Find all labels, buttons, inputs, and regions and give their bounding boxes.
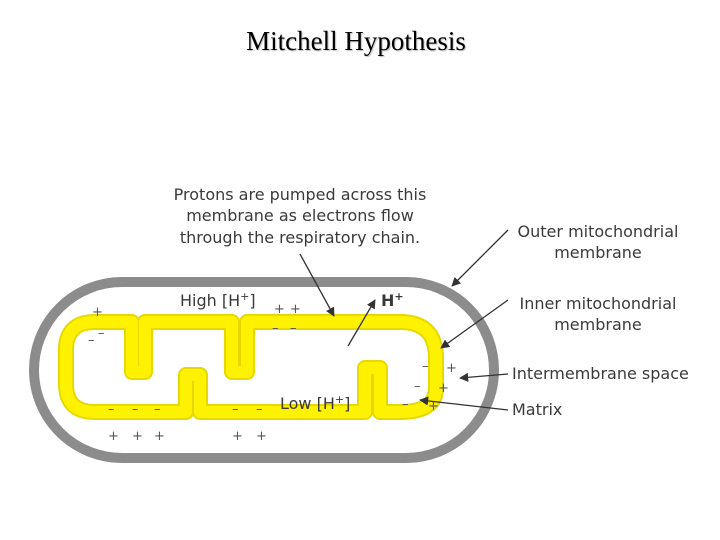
- svg-text:+: +: [232, 429, 243, 444]
- inner-membrane: [58, 314, 444, 420]
- svg-text:–: –: [402, 397, 409, 412]
- label-low-h: Low [H+]: [280, 393, 350, 413]
- svg-text:–: –: [414, 379, 421, 394]
- label-proton: H+: [381, 290, 404, 310]
- svg-text:+: +: [446, 361, 457, 376]
- svg-text:+: +: [154, 429, 165, 444]
- svg-text:+: +: [438, 381, 449, 396]
- svg-text:–: –: [98, 326, 105, 341]
- caption-line-1: Protons are pumped across this: [174, 185, 427, 204]
- svg-text:+: +: [108, 429, 119, 444]
- svg-text:+: +: [274, 302, 285, 317]
- minus-signs: – – – – – – – – – – – –: [88, 321, 429, 417]
- arrow-intermembrane: [459, 372, 509, 382]
- label-outer-membrane-1: Outer mitochondrial: [518, 222, 679, 241]
- svg-text:+: +: [92, 305, 103, 320]
- arrows: [299, 229, 509, 411]
- label-intermembrane-space: Intermembrane space: [512, 364, 689, 383]
- arrow-outer-membrane: [451, 229, 509, 287]
- svg-text:+: +: [428, 399, 439, 414]
- arrow-matrix: [419, 396, 509, 411]
- outer-membrane: [29, 277, 499, 463]
- svg-text:–: –: [154, 402, 161, 417]
- svg-text:–: –: [108, 402, 115, 417]
- arrow-inner-membrane: [440, 299, 509, 349]
- label-inner-membrane-2: membrane: [554, 315, 642, 334]
- caption-line-2: membrane as electrons flow: [186, 206, 414, 225]
- svg-text:+: +: [256, 429, 267, 444]
- svg-text:–: –: [290, 321, 297, 336]
- slide-title: Mitchell Hypothesis: [246, 26, 466, 56]
- arrow-proton-pumped: [347, 299, 376, 347]
- label-matrix: Matrix: [512, 400, 562, 419]
- svg-text:–: –: [272, 321, 279, 336]
- svg-text:+: +: [132, 429, 143, 444]
- svg-text:+: +: [290, 302, 301, 317]
- svg-text:–: –: [132, 402, 139, 417]
- svg-text:–: –: [88, 333, 95, 348]
- svg-text:–: –: [232, 402, 239, 417]
- label-inner-membrane-1: Inner mitochondrial: [520, 294, 677, 313]
- label-high-h: High [H+]: [180, 290, 256, 310]
- caption-line-3: through the respiratory chain.: [180, 228, 420, 247]
- plus-signs: + + + + + + + + + + +: [92, 302, 457, 444]
- arrow-caption-to-membrane: [299, 253, 335, 317]
- label-outer-membrane-2: membrane: [554, 243, 642, 262]
- svg-text:–: –: [256, 402, 263, 417]
- svg-text:–: –: [422, 359, 429, 374]
